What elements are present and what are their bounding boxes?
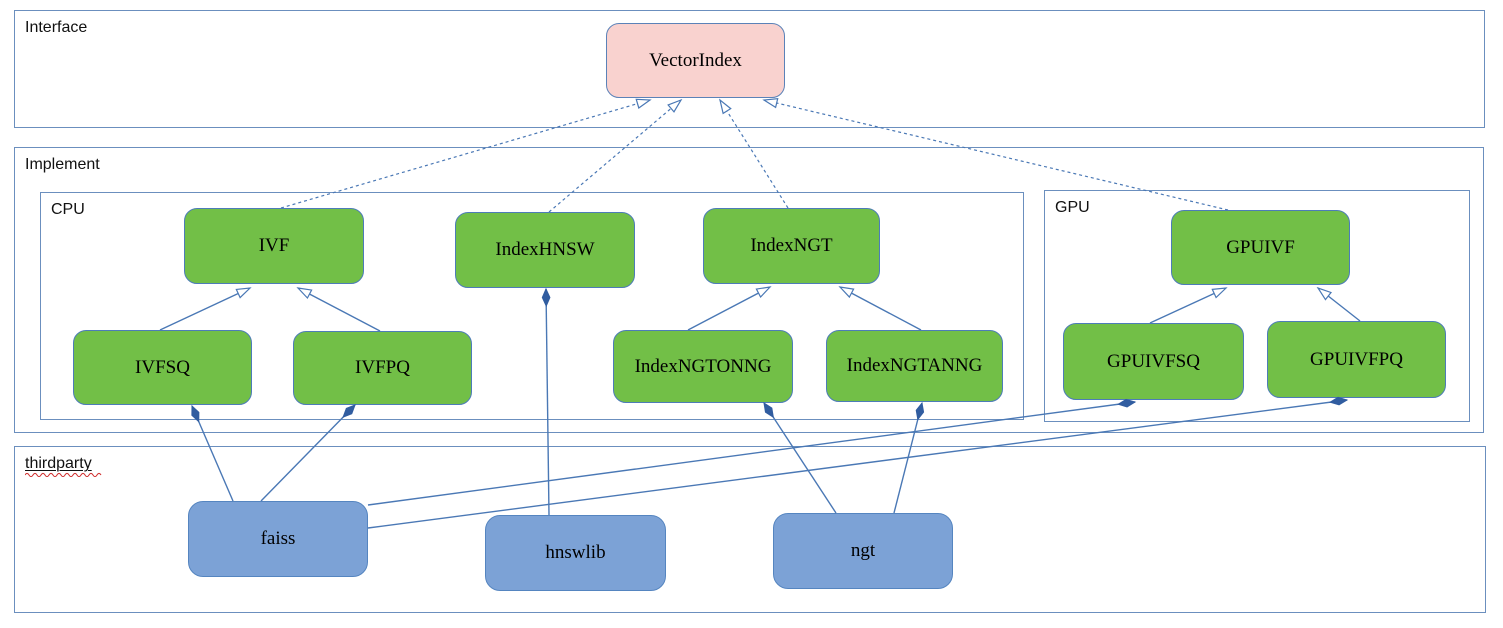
node-ivfpq: IVFPQ	[293, 331, 472, 405]
node-hnswlib: hnswlib	[485, 515, 666, 591]
spellcheck-squiggle	[25, 473, 102, 478]
node-indexngtonng: IndexNGTONNG	[613, 330, 793, 403]
node-indexhnsw: IndexHNSW	[455, 212, 635, 288]
node-gpuivf: GPUIVF	[1171, 210, 1350, 285]
container-gpu-label: GPU	[1055, 199, 1090, 216]
node-faiss: faiss	[188, 501, 368, 577]
container-implement-label: Implement	[25, 156, 100, 173]
node-ivf: IVF	[184, 208, 364, 284]
node-gpuivfpq: GPUIVFPQ	[1267, 321, 1446, 398]
node-ngt: ngt	[773, 513, 953, 589]
node-gpuivfsq: GPUIVFSQ	[1063, 323, 1244, 400]
node-indexngtanng: IndexNGTANNG	[826, 330, 1003, 402]
container-cpu-label: CPU	[51, 201, 85, 218]
container-interface-label: Interface	[25, 19, 88, 36]
node-ivfsq: IVFSQ	[73, 330, 252, 405]
node-vectorindex: VectorIndex	[606, 23, 785, 98]
node-indexngt: IndexNGT	[703, 208, 880, 284]
container-thirdparty-label: thirdparty	[25, 454, 102, 478]
